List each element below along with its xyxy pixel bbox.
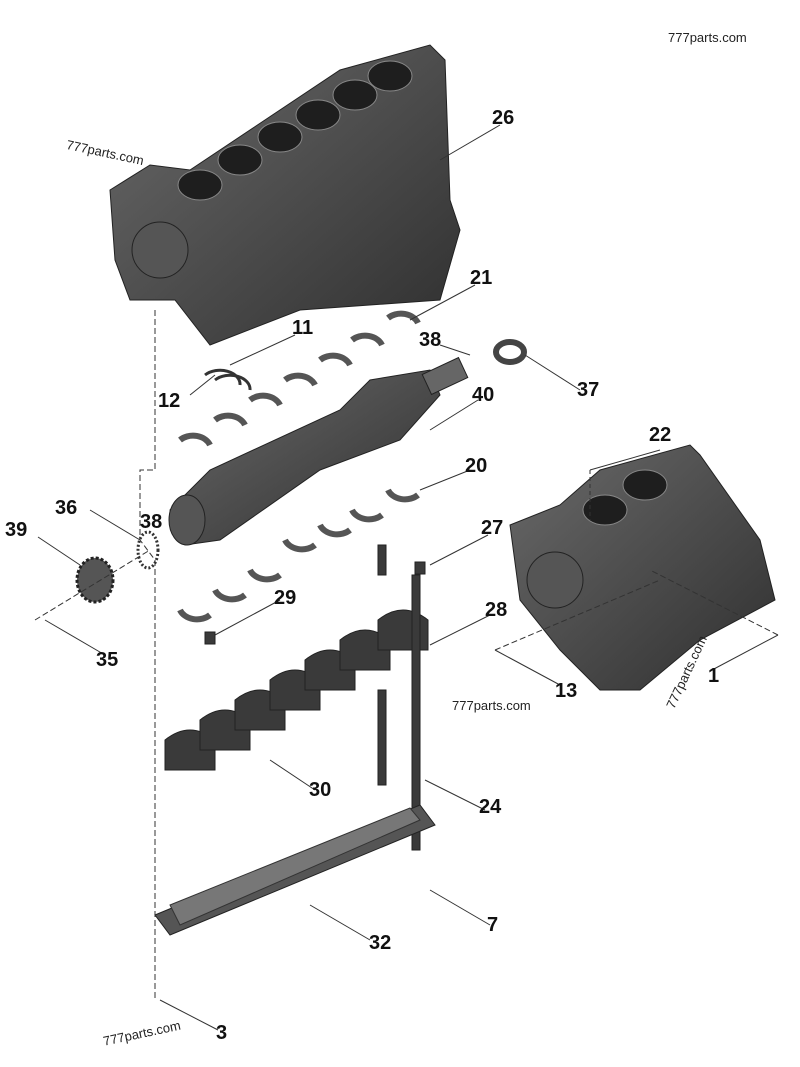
callout-38: 38 [419, 329, 442, 351]
callout-21: 21 [470, 267, 493, 289]
bearing-shells [177, 310, 421, 623]
bedplate [154, 804, 436, 936]
callout-40: 40 [472, 384, 495, 406]
watermark: 777parts.com [452, 698, 531, 713]
crankshaft [168, 356, 469, 546]
callout-1: 1 [708, 665, 720, 687]
callout-30: 30 [309, 779, 332, 801]
ring [493, 339, 527, 365]
callout-35: 35 [96, 649, 119, 671]
callout-20: 20 [465, 455, 488, 477]
callout-7: 7 [487, 914, 499, 936]
callout-39: 39 [5, 519, 28, 541]
callout-3: 3 [216, 1022, 228, 1044]
callout-24: 24 [479, 796, 502, 818]
engine-block-detail [509, 444, 776, 691]
callout-12: 12 [158, 390, 181, 412]
callout-27: 27 [481, 517, 504, 539]
callout-11: 11 [292, 317, 314, 339]
callout-28: 28 [485, 599, 508, 621]
callout-38-lower: 38 [140, 511, 163, 533]
callout-26: 26 [492, 107, 515, 129]
callout-36: 36 [55, 497, 78, 519]
callout-29: 29 [274, 587, 297, 609]
callout-32: 32 [369, 932, 392, 954]
callout-37: 37 [577, 379, 600, 401]
callout-13: 13 [555, 680, 578, 702]
callout-22: 22 [649, 424, 672, 446]
leader-lines [34, 124, 779, 1031]
watermark: 777parts.com [668, 30, 747, 45]
engine-block [109, 44, 461, 346]
bearing-caps [164, 544, 429, 851]
gear [75, 530, 160, 604]
